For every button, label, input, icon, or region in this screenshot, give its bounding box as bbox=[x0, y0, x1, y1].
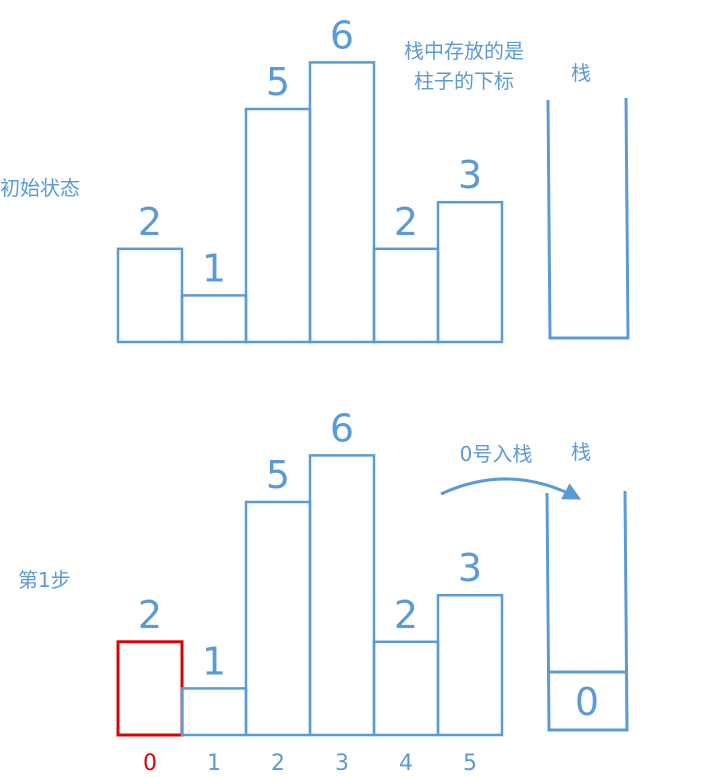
panel1-bar-label-4: 2 bbox=[394, 200, 418, 244]
panel2-bar-1 bbox=[180, 687, 248, 737]
panel1-bar-label-0: 2 bbox=[138, 200, 162, 244]
panel2-bar-label-0: 2 bbox=[138, 593, 162, 637]
panel2-stack-container bbox=[545, 490, 629, 732]
panel1-bar-label-2: 5 bbox=[266, 60, 290, 104]
panel2-stack-item-0: 0 bbox=[575, 680, 599, 724]
panel2-bar-label-2: 5 bbox=[266, 453, 290, 497]
panel2-bar-label-1: 1 bbox=[202, 639, 226, 683]
panel1-stack-label: 栈 bbox=[571, 61, 591, 85]
panel1-bar-5 bbox=[436, 200, 504, 344]
panel2-bar-4 bbox=[372, 640, 440, 737]
panel1-bar-2 bbox=[244, 107, 312, 344]
panel2-index-0: 0 bbox=[143, 751, 157, 776]
panel2-action-label: 0号入栈 bbox=[460, 442, 533, 466]
panel2-side-label: 第1步 bbox=[18, 568, 71, 592]
panel2-index-3: 3 bbox=[335, 751, 349, 776]
panel2-bar-label-3: 6 bbox=[330, 406, 354, 450]
panel2-index-1: 1 bbox=[207, 751, 221, 776]
panel2-stack-label: 栈 bbox=[571, 440, 591, 464]
panel1-note-line-2: 柱子的下标 bbox=[414, 69, 514, 93]
panel1-bar-4 bbox=[372, 247, 440, 344]
panel1-bar-label-1: 1 bbox=[202, 246, 226, 290]
panel2-bar-label-5: 3 bbox=[458, 546, 482, 590]
panel2-bar-label-4: 2 bbox=[394, 593, 418, 637]
panel2-index-5: 5 bbox=[463, 751, 477, 776]
panel2-index-4: 4 bbox=[399, 751, 413, 776]
panel2-bar-3 bbox=[308, 454, 376, 737]
panel1-bar-label-5: 3 bbox=[458, 153, 482, 197]
panel2-bar-2 bbox=[244, 500, 312, 737]
panel1-bar-label-3: 6 bbox=[330, 13, 354, 57]
push-arrow bbox=[440, 477, 582, 500]
panel2-index-2: 2 bbox=[271, 751, 285, 776]
panel1-bar-1 bbox=[180, 294, 248, 344]
panel1-stack-container bbox=[546, 97, 630, 340]
panel1-bar-0 bbox=[116, 247, 184, 344]
panel2-bar-5 bbox=[436, 593, 504, 737]
panel1-note-line-1: 栈中存放的是 bbox=[404, 39, 524, 63]
panel1-bar-3 bbox=[308, 61, 376, 344]
panel2-stack-items: 0 bbox=[549, 670, 626, 724]
panel1-side-label: 初始状态 bbox=[0, 176, 80, 200]
panel2-bar-0 bbox=[116, 640, 184, 737]
panel2-index-labels: 0 1 2 3 4 5 bbox=[143, 751, 477, 776]
